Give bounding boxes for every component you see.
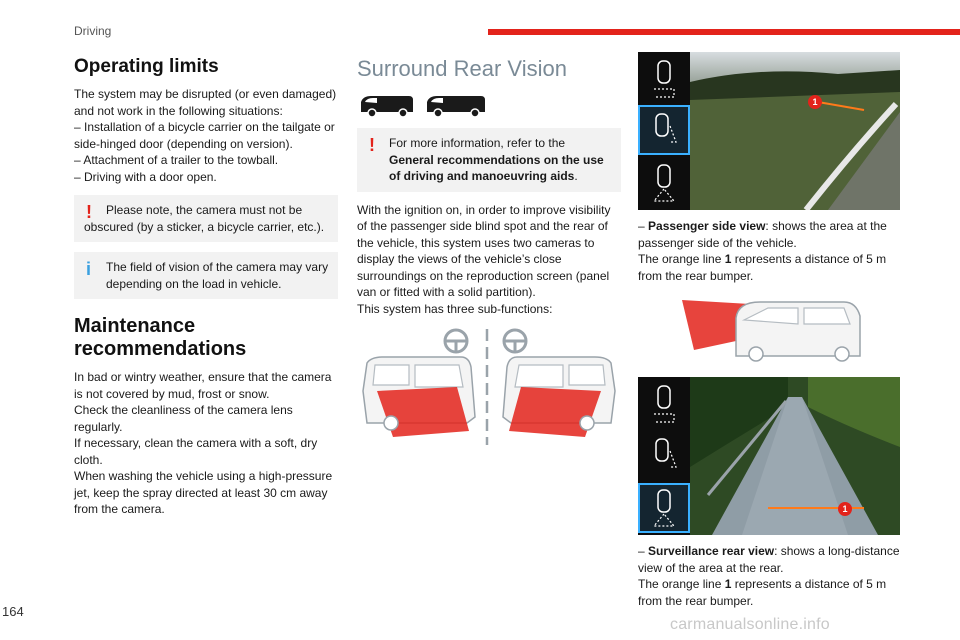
passenger-side-view-mode-icon[interactable] <box>638 105 690 155</box>
watermark: carmanualsonline.info <box>670 616 830 633</box>
recommendations-note: ! For more information, refer to the Gen… <box>357 128 621 192</box>
info-note: i The field of vision of the camera may … <box>74 252 338 299</box>
distance-note-suffix: represents a distance of 5 m from the re… <box>638 252 887 283</box>
rear-view-mode-icon[interactable] <box>638 379 690 429</box>
distance-line-marker: 1 <box>838 502 852 516</box>
warning-note-text: Please note, the camera must not be obsc… <box>84 203 325 234</box>
column-middle: Surround Rear Vision ! For more informat… <box>357 56 621 454</box>
van-rear-right-illustration <box>502 356 616 437</box>
info-note-text: The field of vision of the camera may va… <box>106 260 329 291</box>
maintenance-p3: If necessary, clean the camera with a so… <box>74 436 318 467</box>
warning-exclamation-icon: ! <box>86 202 92 222</box>
surveillance-rear-view-term: Surveillance rear view <box>648 544 775 558</box>
info-icon: i <box>86 259 92 279</box>
maintenance-p1: In bad or wintry weather, ensure that th… <box>74 370 332 401</box>
list-dash: – <box>638 219 649 233</box>
steering-wheel-icon <box>443 328 469 354</box>
steering-wheel-icon <box>502 328 528 354</box>
operating-limits-title: Operating limits <box>74 56 219 77</box>
van-version-icons <box>357 92 621 118</box>
camera-coverage-illustration <box>362 328 616 445</box>
distance-note-prefix: The orange line <box>638 577 725 591</box>
passenger-side-view-term: Passenger side view <box>648 219 766 233</box>
warning-note: ! Please note, the camera must not be ob… <box>74 195 338 242</box>
column-right: 1 – Passenger side view: shows the area … <box>638 52 900 609</box>
rear-view-mode-icon[interactable] <box>638 54 690 104</box>
list-dash: – <box>638 544 649 558</box>
long-panel-van-icon <box>427 96 485 118</box>
passenger-side-view-description: – Passenger side view: shows the area at… <box>638 218 900 251</box>
maintenance-p2: Check the cleanliness of the camera lens… <box>74 403 293 434</box>
maintenance-title: Maintenance recommendations <box>74 315 247 360</box>
passenger-side-distance-note: The orange line 1 represents a distance … <box>638 251 900 284</box>
panel-van-icon <box>361 96 413 118</box>
list-item: – Attachment of a trailer to the towball… <box>74 153 279 167</box>
system-description: With the ignition on, in order to improv… <box>357 202 611 300</box>
surveillance-rear-distance-note: The orange line 1 represents a distance … <box>638 576 900 609</box>
distance-line-marker: 1 <box>808 95 822 109</box>
passenger-side-view-desc: : shows the area at the passenger side o… <box>638 219 887 250</box>
surveillance-rear-camera-screen: 1 <box>638 377 900 535</box>
column-left: Operating limits The system may be disru… <box>74 56 338 518</box>
distance-note-suffix: represents a distance of 5 m from the re… <box>638 577 887 608</box>
note-suffix: . <box>574 169 578 183</box>
recommendations-note-text: For more information, refer to the Gener… <box>367 135 613 185</box>
distance-note-prefix: The orange line <box>638 252 725 266</box>
passenger-side-camera-screen: 1 <box>638 52 900 210</box>
passenger-side-zone-illustration <box>682 300 861 362</box>
surveillance-rear-view-mode-icon[interactable] <box>638 158 690 208</box>
note-prefix: For more information, refer to the <box>389 136 566 150</box>
passenger-side-view-mode-icon[interactable] <box>638 430 690 480</box>
operating-limits-intro: The system may be disrupted (or even dam… <box>74 87 337 118</box>
surveillance-rear-view-mode-icon[interactable] <box>638 483 690 533</box>
header-section-label: Driving <box>74 24 112 38</box>
surveillance-rear-view-description: – Surveillance rear view: shows a long-d… <box>638 543 900 576</box>
van-rear-left-illustration <box>362 356 476 437</box>
warning-exclamation-icon: ! <box>369 135 375 155</box>
list-item: – Driving with a door open. <box>74 169 217 184</box>
sub-functions-intro: This system has three sub-functions: <box>357 301 553 316</box>
maintenance-p4: When washing the vehicle using a high-pr… <box>74 469 333 516</box>
surround-rear-vision-title: Surround Rear Vision <box>357 56 567 81</box>
page-number: 164 <box>2 604 24 619</box>
surveillance-rear-view-desc: : shows a long-distance view of the area… <box>638 544 900 575</box>
distance-note-number: 1 <box>724 577 732 591</box>
list-item: – Installation of a bicycle carrier on t… <box>74 120 335 151</box>
passenger-side-camera-image <box>690 52 900 210</box>
surveillance-rear-camera-image <box>690 377 900 535</box>
distance-note-number: 1 <box>724 252 732 266</box>
note-bold-reference: General recommendations on the use of dr… <box>389 152 604 184</box>
header-accent-bar <box>488 29 960 35</box>
